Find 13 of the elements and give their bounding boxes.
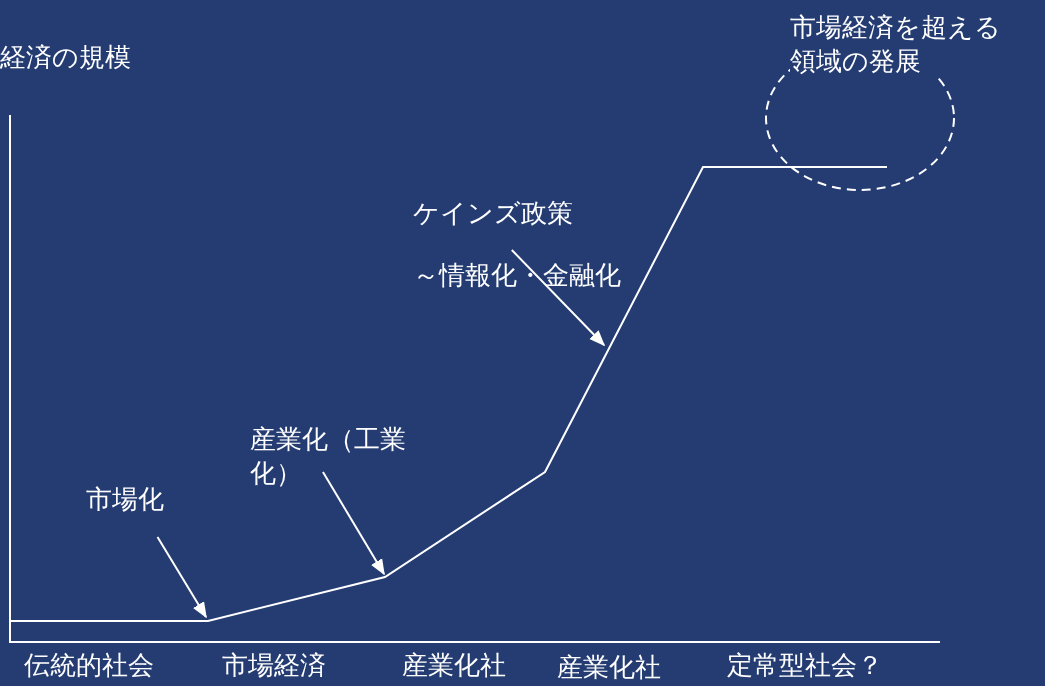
axis-label: 経済の規模 xyxy=(0,41,131,74)
annotation-text: 産業化（工業化） xyxy=(250,423,407,490)
axis-category-label: 伝統的社会 xyxy=(24,649,154,682)
axis-category-label: 産業化社 xyxy=(402,649,506,682)
leader-arrow xyxy=(156,536,207,619)
annotation-text: 市場化 xyxy=(86,483,165,516)
leader-arrow xyxy=(510,249,606,347)
axis-category-label: 市場経済 xyxy=(222,649,326,682)
annotation-text: ケインズ政策 xyxy=(413,197,574,230)
leader-arrow xyxy=(321,471,385,576)
annotation-text: ～情報化・金融化 xyxy=(413,259,622,292)
axis-category-label: 産業化社 xyxy=(557,651,661,684)
axis-category-label: 定常型社会？ xyxy=(727,649,883,682)
